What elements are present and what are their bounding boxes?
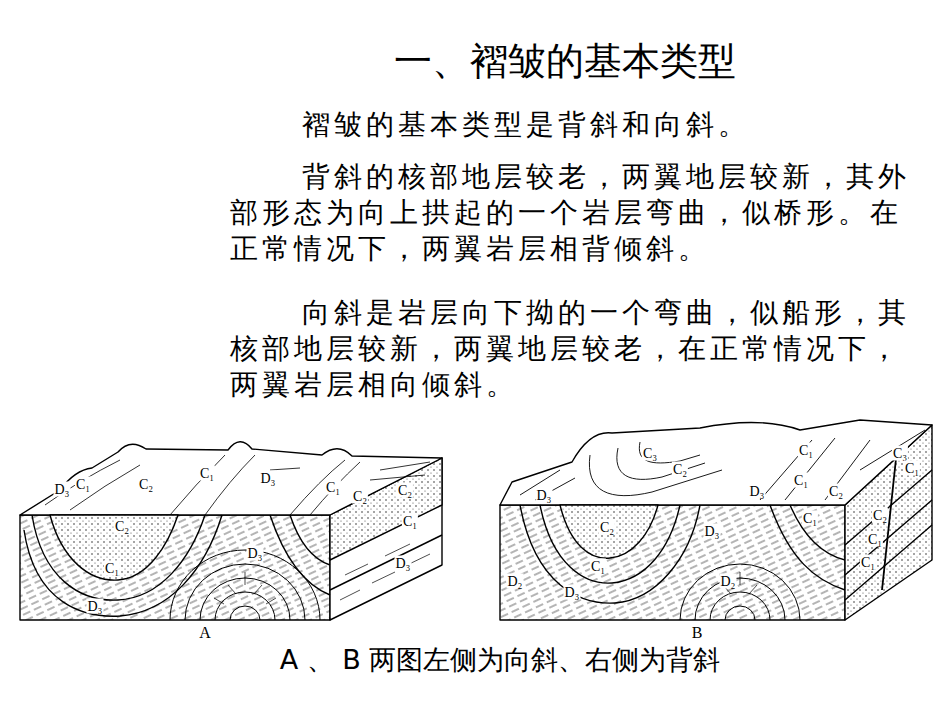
block-a-right-band <box>270 515 330 595</box>
block-b-syncline-band <box>520 505 700 603</box>
stratum-label: C₂ <box>397 483 413 498</box>
stratum-label: C₂ <box>599 520 615 535</box>
stratum-label: C₁ <box>904 461 920 476</box>
stratum-label: C₂ <box>114 519 130 534</box>
block-a-side-hatch <box>340 544 430 600</box>
stratum-label: C₁ <box>325 480 341 495</box>
stratum-label: C₁ <box>402 514 418 529</box>
figure-caption: A 、 B 两图左侧为向斜、右侧为背斜 <box>280 642 721 678</box>
block-a-side-line <box>330 535 442 590</box>
stratum-label: D₂ <box>507 574 524 589</box>
stratum-label: C₁ <box>802 511 818 526</box>
stratum-label: D₃ <box>536 488 553 503</box>
stratum-label: C₁ <box>860 555 876 570</box>
block-b-right-band <box>770 505 845 590</box>
block-b-front <box>500 505 845 620</box>
stratum-label: C₁ <box>75 477 91 492</box>
stratum-label: C₁ <box>798 443 814 458</box>
stratum-label: C₂ <box>672 462 688 477</box>
block-a-top <box>20 442 442 515</box>
body-paragraph: 背斜的核部地层较老，两翼地层较新，其外部形态为向上拱起的一个岩层弯曲，似桥形。在… <box>230 159 920 267</box>
stratum-label: D₃ <box>704 524 721 539</box>
stratum-label: C₁ <box>867 532 883 547</box>
stratum-label: C₁ <box>793 473 809 488</box>
stratum-label: C₁ <box>104 561 120 576</box>
slide-title: 一、褶皱的基本类型 <box>394 36 736 87</box>
block-a-syncline-band <box>24 515 222 616</box>
stratum-label: C₂ <box>352 489 368 504</box>
block-a-anticline-hatch <box>214 572 276 604</box>
block-b-syncline-band <box>540 505 680 583</box>
block-a-syncline-core <box>50 515 178 580</box>
stratum-label: D₃ <box>247 546 264 561</box>
stratum-label: C₂ <box>138 477 154 492</box>
block-a-syncline-band <box>32 515 205 600</box>
stratum-label: D₃ <box>260 471 277 486</box>
body-paragraph: 褶皱的基本类型是背斜和向斜。 <box>230 107 920 143</box>
block-a-anticline <box>170 550 320 620</box>
stratum-label: C₁ <box>590 559 606 574</box>
stratum-label: C₃ <box>642 446 658 461</box>
stratum-label: D₃ <box>395 556 412 571</box>
stratum-label: D₃ <box>87 599 104 614</box>
body-paragraph: 向斜是岩层向下拗的一个弯曲，似船形，其核部地层较新，两翼地层较老，在正常情况下，… <box>230 295 920 403</box>
figure-letter: B <box>692 624 703 642</box>
stratum-label: D₃ <box>54 482 71 497</box>
stratum-label: D₃ <box>749 484 766 499</box>
block-a-front <box>20 515 330 620</box>
figure-letter: A <box>199 624 211 642</box>
block-b-top-lines <box>520 430 925 500</box>
stratum-label: C₂ <box>828 484 844 499</box>
block-b-top <box>500 420 932 505</box>
stratum-label: C₃ <box>892 446 908 461</box>
stratum-label: C₂ <box>872 508 888 523</box>
stratum-label: D₃ <box>564 585 581 600</box>
block-a-top-lines <box>45 455 430 515</box>
stratum-label: D₂ <box>720 574 737 589</box>
block-b-syncline-core <box>560 505 658 558</box>
stratum-label: C₁ <box>199 466 215 481</box>
block-b-anticline <box>680 564 800 620</box>
